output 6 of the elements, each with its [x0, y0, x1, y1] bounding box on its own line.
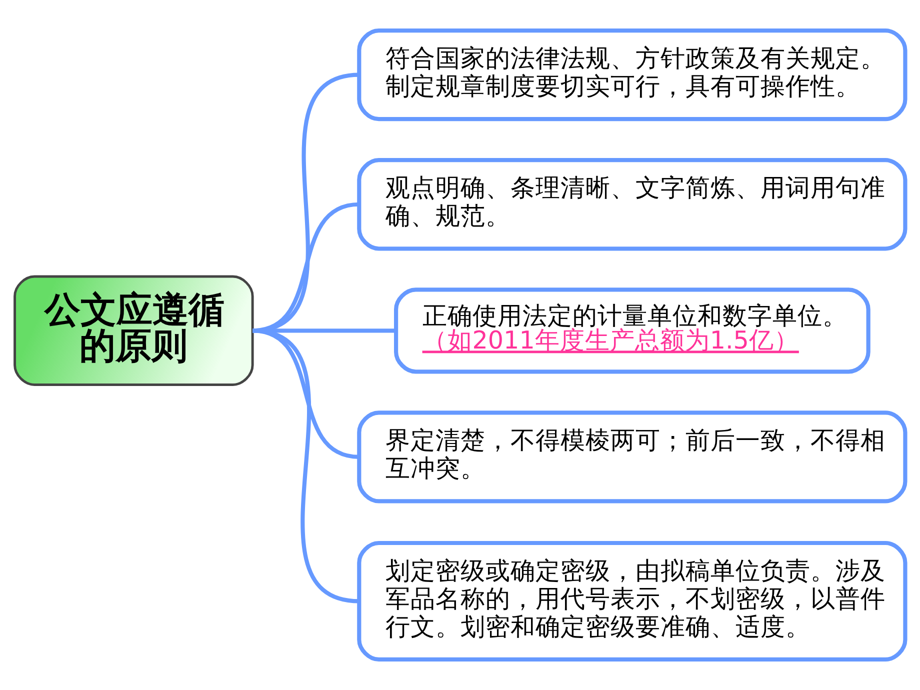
node-box: 公文应遵循的原则 — [14, 275, 254, 386]
node-box: 正确使用法定的计量单位和数字单位。 （如2011年度生产总额为1.5亿） — [394, 288, 870, 374]
node-box: 界定清楚，不得模棱两可；前后一致，不得相互冲突。 — [357, 410, 908, 504]
node-box: 划定密级或确定密级，由拟稿单位负责。涉及军品名称的，用代号表示，不划密级，以普件行文。划密和确定密级要准确、适度。 — [357, 540, 908, 662]
node-box: 符合国家的法律法规、方针政策及有关规定。 制定规章制度要切实可行，具有可操作性。 — [357, 28, 908, 122]
node-box: 观点明确、条理清晰、文字简炼、用词用句准确、规范。 — [357, 158, 908, 251]
